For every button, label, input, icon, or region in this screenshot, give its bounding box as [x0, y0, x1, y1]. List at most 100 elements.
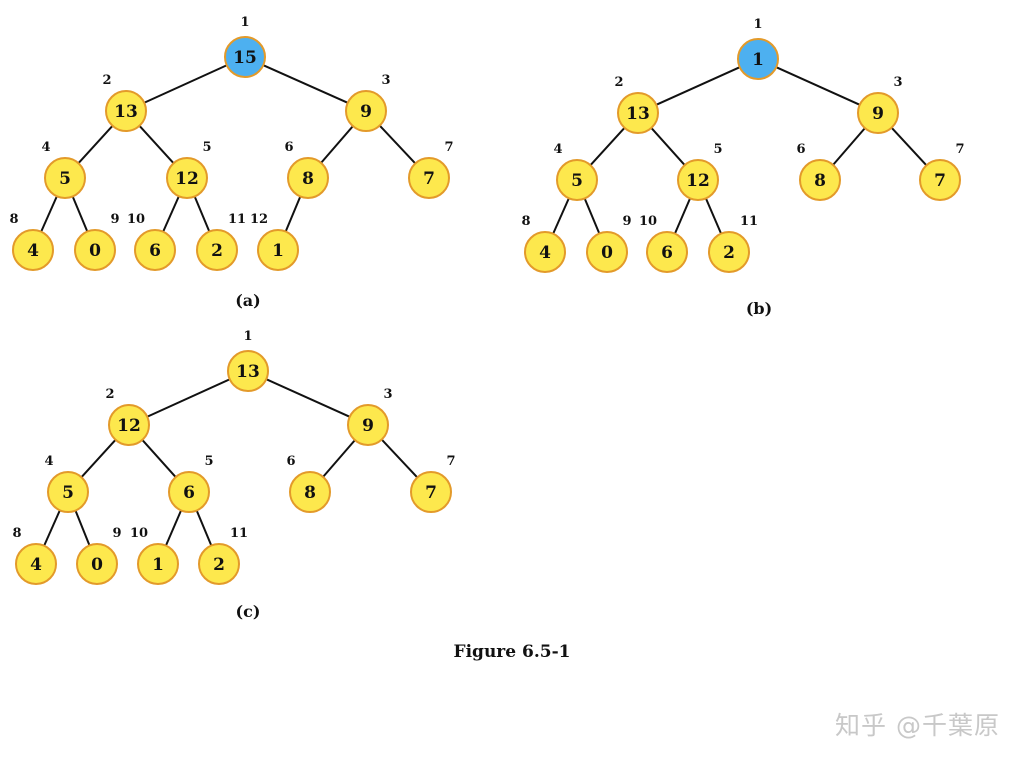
heap-node: 132: [614, 75, 659, 134]
heap-node: 86: [286, 454, 331, 513]
node-value: 1: [272, 241, 284, 261]
node-index-label: 6: [286, 454, 295, 469]
node-index-label: 6: [284, 140, 293, 155]
node-value: 15: [233, 48, 257, 68]
heap-node: 77: [408, 140, 454, 199]
subfigure-label: (a): [235, 291, 261, 310]
node-index-label: 4: [553, 142, 562, 157]
node-index-label: 5: [202, 140, 211, 155]
tree-edge: [673, 197, 692, 235]
tree-edge: [284, 196, 302, 232]
tree-edge: [704, 197, 723, 235]
node-index-label: 7: [446, 454, 455, 469]
heap-node: 11: [737, 17, 779, 80]
node-value: 7: [423, 169, 435, 189]
heap-node: 211: [708, 214, 758, 273]
node-circle: [345, 90, 387, 132]
node-index-label: 7: [444, 140, 453, 155]
node-index-label: 9: [112, 526, 121, 541]
node-value: 9: [362, 416, 374, 436]
heap-node: 610: [127, 212, 176, 271]
node-circle: [15, 543, 57, 585]
node-circle: [198, 543, 240, 585]
heap-node: 09: [74, 212, 120, 271]
node-circle: [677, 159, 719, 201]
node-value: 6: [183, 483, 195, 503]
node-index-label: 1: [240, 15, 249, 30]
node-circle: [410, 471, 452, 513]
node-value: 6: [661, 243, 673, 263]
heap-node: 86: [284, 140, 329, 199]
node-circle: [617, 92, 659, 134]
tree-edge: [589, 127, 626, 166]
node-index-label: 3: [893, 75, 902, 90]
node-circle: [166, 157, 208, 199]
node-circle: [556, 159, 598, 201]
heap-node: 48: [9, 212, 54, 271]
heap-node: 09: [76, 526, 122, 585]
tree-edge: [138, 125, 175, 164]
tree-edge: [265, 378, 351, 418]
node-value: 9: [872, 104, 884, 124]
node-value: 4: [27, 241, 39, 261]
node-value: 12: [686, 171, 710, 191]
heap-node: 122: [105, 387, 150, 446]
heap-node: 2 11: [198, 526, 248, 585]
tree-edge: [164, 509, 183, 547]
tree-edge: [40, 195, 58, 233]
node-circle: [196, 229, 238, 271]
node-index-label: 5: [713, 142, 722, 157]
tree-edge: [162, 195, 180, 233]
node-value: 1: [152, 555, 164, 575]
node-circle: [74, 229, 116, 271]
node-value: 4: [539, 243, 551, 263]
node-value: 2: [213, 555, 225, 575]
node-index-label: 10: [639, 214, 657, 229]
node-index-label: 11: [228, 212, 246, 227]
node-index-label: 4: [41, 140, 50, 155]
heap-node: 6 10: [639, 214, 688, 273]
node-index-label: 10: [127, 212, 145, 227]
node-circle: [799, 159, 841, 201]
heap-node: 93: [347, 387, 393, 446]
node-value: 12: [117, 416, 141, 436]
tree-edge: [195, 510, 213, 546]
node-value: 9: [360, 102, 372, 122]
node-circle: [76, 543, 118, 585]
node-circle: [708, 231, 750, 273]
heap-node: 125: [166, 140, 212, 199]
tree-edge: [832, 127, 866, 166]
node-circle: [12, 229, 54, 271]
node-value: 13: [114, 102, 138, 122]
heap-node: 93: [857, 75, 903, 134]
node-value: 0: [91, 555, 103, 575]
node-index-label: 11: [740, 214, 758, 229]
node-index-label: 12: [250, 212, 268, 227]
node-circle: [44, 157, 86, 199]
heap-node: 1 10: [130, 526, 179, 585]
heap-node: 93: [345, 73, 391, 132]
tree-edge: [77, 125, 114, 164]
watermark: 知乎 @千葉原: [835, 711, 1000, 740]
heap-node: 54: [44, 454, 89, 513]
node-index-label: 6: [796, 142, 805, 157]
node-index-label: 11: [230, 526, 248, 541]
heap-node: 09: [586, 214, 632, 273]
node-index-label: 9: [110, 212, 119, 227]
heap-node: 1 12: [250, 212, 299, 271]
node-circle: [47, 471, 89, 513]
tree-edge: [650, 127, 686, 166]
node-value: 7: [934, 171, 946, 191]
node-value: 8: [304, 483, 316, 503]
tree-edge: [193, 196, 211, 232]
heap-node: 54: [553, 142, 598, 201]
node-index-label: 10: [130, 526, 148, 541]
node-circle: [137, 543, 179, 585]
node-value: 7: [425, 483, 437, 503]
node-value: 1: [752, 50, 764, 70]
node-circle: [646, 231, 688, 273]
highlighted-node-circle: [224, 36, 266, 78]
